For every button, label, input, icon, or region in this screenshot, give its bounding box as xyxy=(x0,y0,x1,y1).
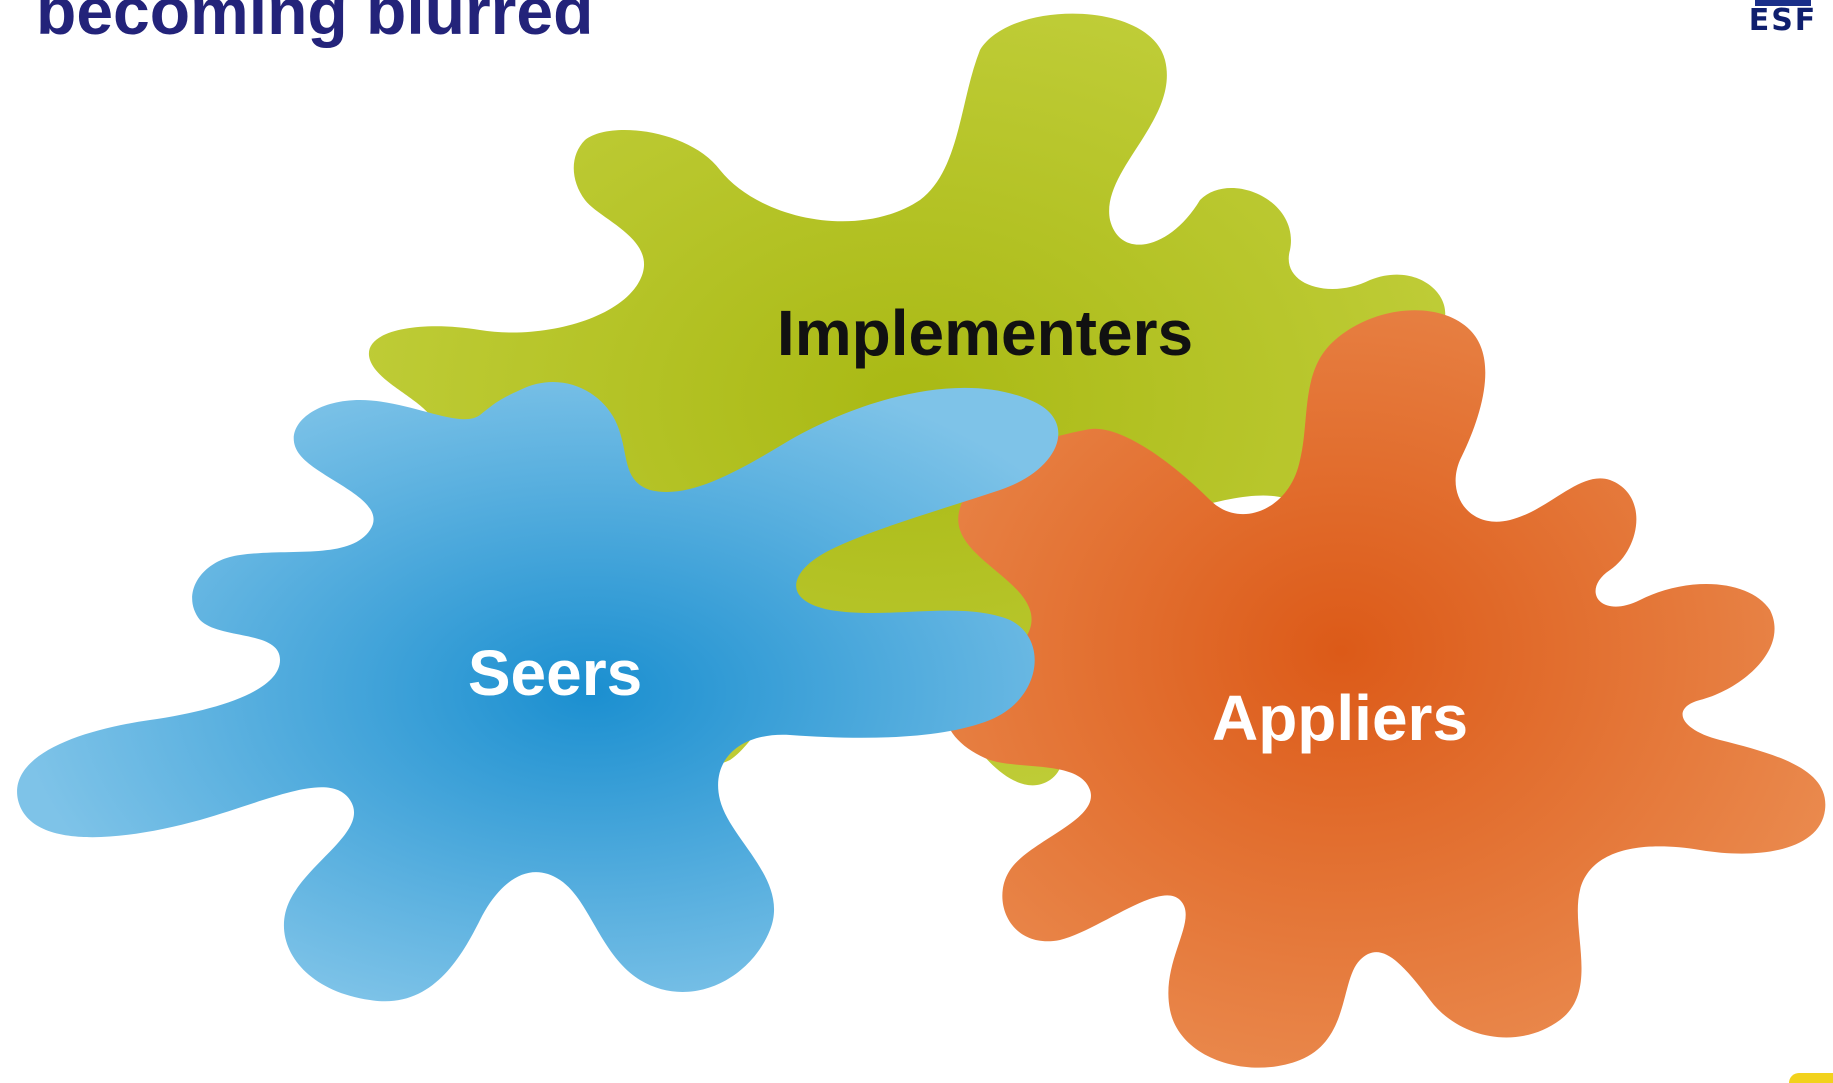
appliers-label: Appliers xyxy=(1212,682,1468,754)
esf-logo: ESF xyxy=(1747,0,1819,46)
seers-label: Seers xyxy=(468,637,642,709)
seers-blob xyxy=(17,381,1059,1002)
slide-title: becoming blurred xyxy=(36,0,594,48)
esf-logo-text: ESF xyxy=(1748,3,1818,38)
implementers-label: Implementers xyxy=(777,297,1193,369)
corner-accent xyxy=(1789,1073,1833,1083)
appliers-blob xyxy=(945,310,1826,1068)
eu-flag-strip xyxy=(1755,0,1811,6)
